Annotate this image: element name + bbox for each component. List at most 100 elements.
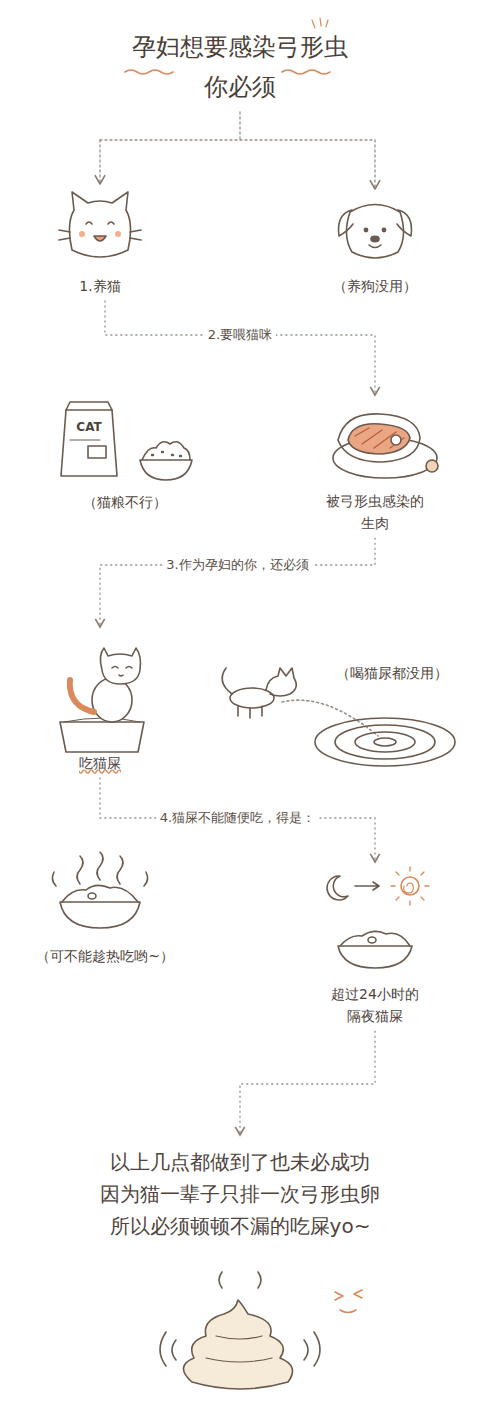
dog-face-icon-stroke bbox=[364, 228, 367, 231]
poop-drawing-stroke bbox=[183, 1300, 292, 1389]
moon-to-sun-stroke bbox=[355, 882, 379, 890]
raw-meat-stroke bbox=[426, 460, 438, 472]
cat-food-bag-stroke bbox=[61, 410, 117, 476]
dog-face-icon-stroke bbox=[369, 245, 381, 248]
step-label: 3.作为孕妇的你，还必须 bbox=[162, 556, 312, 574]
node-text: 超过24小时的 隔夜猫屎 bbox=[315, 983, 435, 1028]
cat-face-icon bbox=[59, 192, 141, 257]
flow-connector bbox=[100, 777, 375, 862]
cat-caption: 1.养猫 bbox=[79, 190, 120, 297]
flow-connector bbox=[105, 300, 375, 395]
moon-to-sun-stroke bbox=[401, 877, 419, 895]
steaming-bowl bbox=[52, 852, 147, 928]
node-text: 以上几点都做到了也未必成功 因为猫一辈子只排一次弓形虫卵 所以必须顿顿不漏的吃屎… bbox=[70, 1146, 410, 1242]
steaming-bowl-stroke bbox=[77, 852, 123, 884]
cat-food-bowl-stroke bbox=[142, 442, 190, 460]
face-marks-stroke bbox=[335, 1290, 362, 1300]
face-marks bbox=[335, 1290, 362, 1313]
urine-puddle-stroke bbox=[374, 738, 396, 746]
cat-face-icon-stroke bbox=[115, 231, 121, 237]
urine-puddle bbox=[315, 718, 455, 766]
raw-meat-caption: 被弓形虫感染的 生肉 bbox=[313, 398, 438, 535]
raw-meat-stroke bbox=[338, 414, 420, 462]
raw-meat-stroke bbox=[348, 424, 410, 454]
overnight-bowl-stroke bbox=[340, 931, 410, 946]
node-text: （喝猫尿都没用） bbox=[336, 662, 448, 684]
steaming-bowl-stroke bbox=[88, 893, 96, 899]
step-label: 2.要喂猫咪 bbox=[204, 326, 276, 344]
title-underline-stroke bbox=[312, 18, 328, 28]
cat-peeing-stroke bbox=[222, 668, 232, 694]
moon-to-sun-stroke bbox=[327, 876, 348, 900]
cat-face-icon-stroke bbox=[94, 236, 106, 241]
cat-peeing-stroke bbox=[230, 688, 274, 708]
node-text: 吃猫屎 bbox=[79, 752, 121, 774]
steaming-bowl-stroke bbox=[52, 872, 147, 886]
overnight-bowl-stroke bbox=[368, 937, 376, 943]
cat-food-bag-stroke bbox=[88, 446, 106, 458]
steaming-bowl-stroke bbox=[62, 885, 138, 902]
cat-peeing-stroke bbox=[238, 706, 262, 718]
poop-drawing bbox=[160, 1272, 320, 1389]
moon-to-sun-stroke bbox=[391, 867, 429, 905]
cat-peeing-stroke bbox=[266, 668, 296, 696]
flow-connector bbox=[100, 538, 375, 627]
raw-meat bbox=[333, 414, 438, 478]
raw-meat-stroke bbox=[391, 435, 401, 445]
cat-food-bag-stroke bbox=[70, 440, 100, 441]
cat-food-bag-stroke bbox=[66, 402, 112, 410]
cat-in-litter-box-stroke bbox=[60, 722, 144, 752]
title-split-line-stroke bbox=[99, 140, 100, 184]
step-label: 4.猫屎不能随便吃，得是： bbox=[156, 809, 319, 827]
cat-food-bowl-stroke bbox=[152, 452, 181, 456]
cat-in-litter-box-stroke bbox=[112, 667, 132, 677]
cat-in-litter-box bbox=[60, 648, 144, 752]
cat-face-icon-stroke bbox=[79, 231, 85, 237]
cat-food-bag bbox=[61, 402, 117, 476]
dog-caption: （养狗没用） bbox=[333, 195, 417, 297]
title-split-line-stroke bbox=[374, 140, 375, 189]
title-underline-stroke bbox=[282, 70, 330, 74]
node-text: （猫粮不行） bbox=[83, 491, 167, 513]
overnight-poop-caption: 超过24小时的 隔夜猫屎 bbox=[315, 865, 435, 1028]
cat-food-bowl-stroke bbox=[140, 460, 192, 480]
flow-connector bbox=[240, 1031, 375, 1135]
node-text: 1.养猫 bbox=[79, 275, 120, 297]
title-split-line bbox=[100, 112, 375, 189]
steaming-bowl-stroke bbox=[60, 902, 140, 928]
title: 孕妇想要感染弓形虫 你必须 bbox=[105, 28, 375, 107]
poop-drawing-stroke bbox=[206, 1336, 272, 1362]
dog-face-icon-stroke bbox=[346, 205, 403, 259]
overnight-bowl bbox=[338, 931, 412, 968]
node-text: 被弓形虫感染的 生肉 bbox=[313, 490, 438, 535]
cat-face-icon-stroke bbox=[69, 192, 130, 257]
node-text: （可不能趁热吃哟~） bbox=[36, 945, 174, 967]
title-underline-stroke bbox=[125, 70, 173, 74]
dog-face-icon-stroke bbox=[382, 228, 385, 231]
cat-urine-caption: （喝猫尿都没用） bbox=[336, 662, 448, 684]
conclusion-text: 以上几点都做到了也未必成功 因为猫一辈子只排一次弓形虫卵 所以必须顿顿不漏的吃屎… bbox=[70, 1138, 410, 1242]
cat-in-litter-box-stroke bbox=[92, 678, 132, 722]
dog-face-icon-stroke bbox=[371, 236, 379, 241]
overnight-bowl-stroke bbox=[338, 946, 412, 968]
urine-puddle-stroke bbox=[315, 718, 455, 766]
urine-puddle-stroke bbox=[355, 732, 415, 752]
moon-to-sun-stroke bbox=[403, 883, 413, 893]
title-split-line-stroke bbox=[100, 112, 375, 140]
dog-face-icon-stroke bbox=[339, 210, 412, 236]
cat-face-icon-stroke bbox=[59, 230, 141, 240]
dog-face-icon bbox=[339, 205, 412, 259]
poop-drawing-stroke bbox=[160, 1272, 320, 1366]
raw-meat-stroke bbox=[355, 428, 404, 448]
cat-in-litter-box-stroke bbox=[70, 680, 94, 712]
hot-poop-caption: （可不能趁热吃哟~） bbox=[36, 865, 174, 967]
bag-brand: CAT bbox=[76, 420, 101, 434]
cat-in-litter-box-stroke bbox=[100, 648, 140, 684]
eat-poop-caption: 吃猫屎 bbox=[79, 630, 121, 774]
cat-face-icon-stroke bbox=[86, 222, 114, 224]
cat-peeing-stroke bbox=[282, 700, 378, 736]
cat-food-bowl bbox=[140, 442, 192, 480]
moon-to-sun bbox=[327, 867, 429, 905]
urine-puddle-stroke bbox=[335, 725, 435, 759]
